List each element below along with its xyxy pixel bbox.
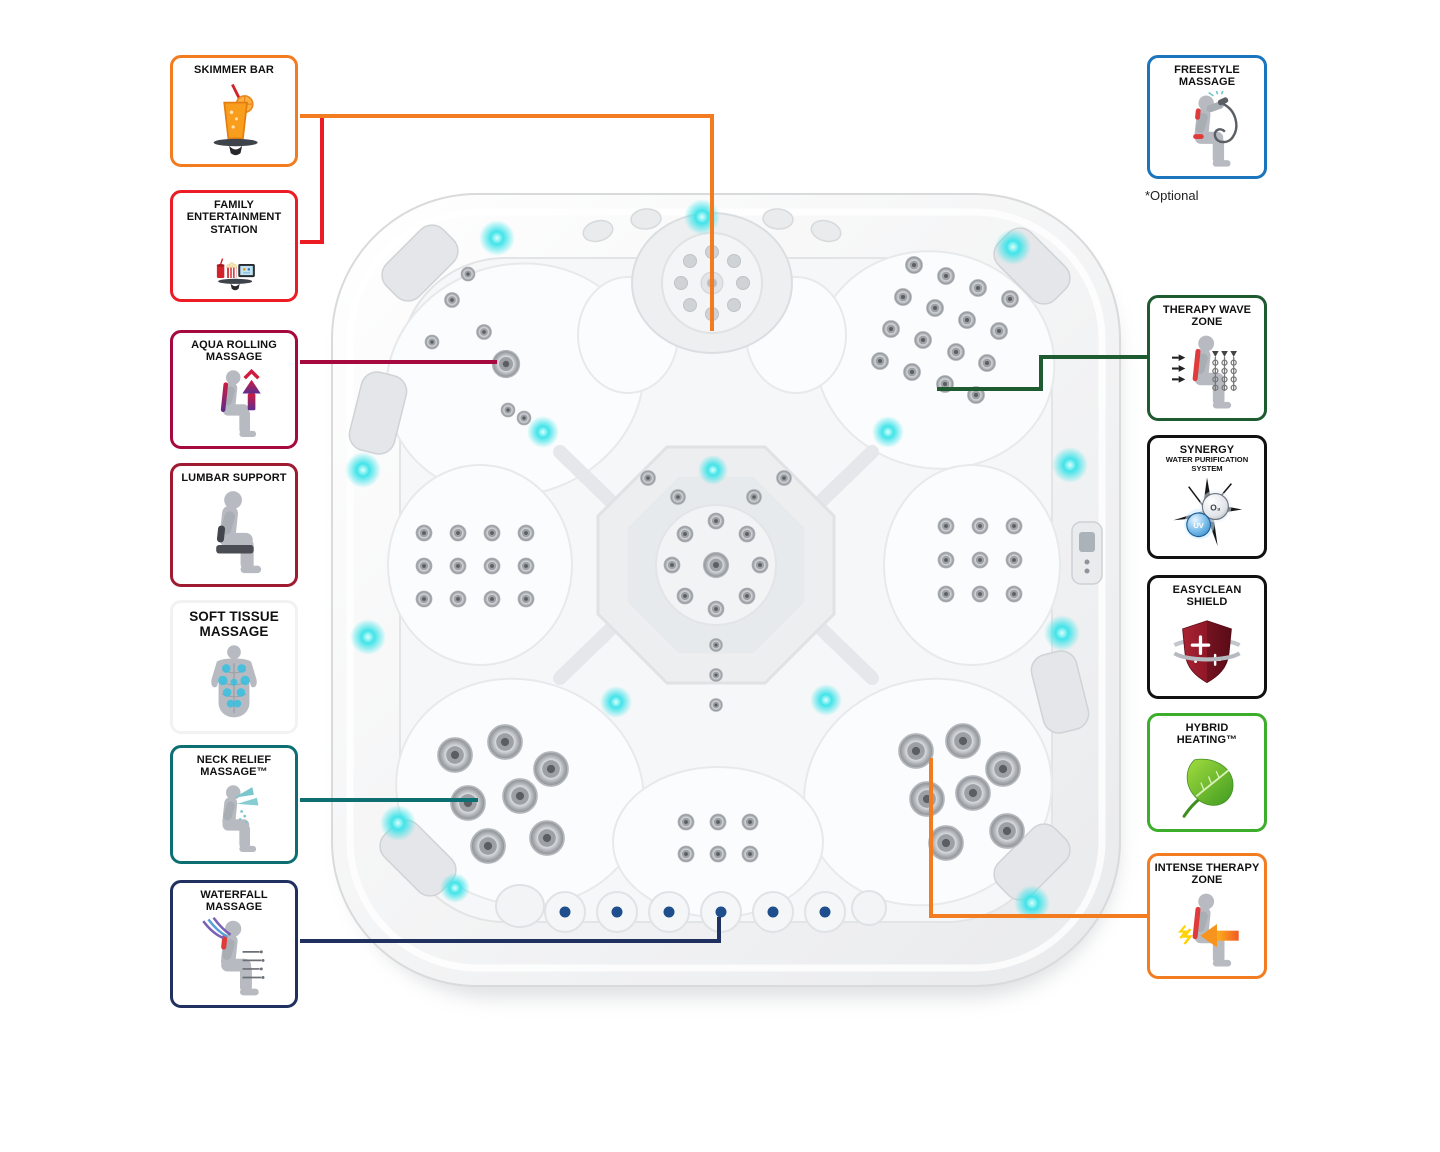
- freestyle-person-icon: [1193, 90, 1238, 167]
- callout-label: AQUA ROLLING MASSAGE: [191, 339, 277, 364]
- hot-tub-top-view: [331, 193, 1121, 987]
- control-panel: [1071, 521, 1103, 585]
- back-muscles-icon: [211, 645, 257, 718]
- drink-tray-icon: [213, 84, 258, 156]
- cup-holders: [582, 208, 842, 243]
- connector-skimmer-bar: [300, 114, 714, 331]
- callout-freestyle-massage: FREESTYLE MASSAGE: [1147, 55, 1267, 179]
- callout-family-entertainment-station: FAMILY ENTERTAINMENT STATION: [170, 190, 298, 302]
- callout-label: FREESTYLE MASSAGE: [1174, 64, 1240, 89]
- callout-label: WATERFALL MASSAGE: [200, 889, 268, 914]
- callout-label: HYBRID HEATING™: [1176, 722, 1238, 747]
- callout-easyclean-shield: EASYCLEAN SHIELD: [1147, 575, 1267, 699]
- callout-label: EASYCLEAN SHIELD: [1172, 584, 1242, 609]
- lumbar-person-icon: [216, 491, 262, 574]
- callout-sublabel: WATER PURIFICATION SYSTEM: [1165, 455, 1249, 474]
- footwell-light-row: [495, 884, 887, 933]
- waterfall-person-icon: [202, 916, 265, 996]
- optional-note: *Optional: [1145, 188, 1199, 203]
- jet-cluster-right-seat: [937, 517, 1023, 603]
- led-lights: [345, 199, 1088, 921]
- callout-hybrid-heating: HYBRID HEATING™: [1147, 713, 1267, 832]
- callout-waterfall-massage: WATERFALL MASSAGE: [170, 880, 298, 1008]
- shield-icon: [1173, 619, 1241, 683]
- connector-family-entertainment: [300, 114, 324, 244]
- callout-label: FAMILY ENTERTAINMENT STATION: [186, 199, 282, 236]
- callout-intense-therapy-zone: INTENSE THERAPY ZONE: [1147, 853, 1267, 979]
- leaf-icon: [1182, 758, 1234, 818]
- callout-lumbar-support: LUMBAR SUPPORT: [170, 463, 298, 587]
- callout-neck-relief-massage: NECK RELIEF MASSAGE™: [170, 745, 298, 864]
- aqua-rolling-person-icon: [220, 368, 261, 437]
- callout-label: THERAPY WAVE ZONE: [1162, 304, 1252, 329]
- intense-therapy-person-icon: [1178, 893, 1239, 967]
- callout-synergy-water-purification: SYNERGY WATER PURIFICATION SYSTEM O₃ UV: [1147, 435, 1267, 559]
- connector-therapy-wave: [937, 355, 1147, 391]
- neck-relief-person-icon: [221, 784, 259, 852]
- callout-soft-tissue-massage: SOFT TISSUE MASSAGE: [170, 600, 298, 734]
- ozone-label: O₃: [1210, 502, 1221, 512]
- callout-aqua-rolling-massage: AQUA ROLLING MASSAGE: [170, 330, 298, 449]
- tub-rim: [346, 208, 1106, 972]
- entertainment-tray-icon: [216, 258, 255, 291]
- callout-label: INTENSE THERAPY ZONE: [1154, 862, 1260, 887]
- callout-therapy-wave-zone: THERAPY WAVE ZONE: [1147, 295, 1267, 421]
- connector-lines: [300, 114, 1147, 943]
- callout-label: SOFT TISSUE MASSAGE: [189, 609, 279, 640]
- callout-label: SKIMMER BAR: [194, 64, 274, 76]
- therapy-wave-person-icon: [1171, 335, 1238, 409]
- callout-skimmer-bar: SKIMMER BAR: [170, 55, 298, 167]
- connector-intense-therapy: [929, 758, 1147, 918]
- callout-label: SYNERGY: [1179, 444, 1235, 456]
- callout-label: LUMBAR SUPPORT: [181, 472, 287, 484]
- callout-label: NECK RELIEF MASSAGE™: [196, 754, 272, 779]
- connector-waterfall: [300, 917, 721, 943]
- uv-ozone-purification-icon: O₃ UV: [1173, 477, 1243, 546]
- uv-label: UV: [1193, 521, 1204, 530]
